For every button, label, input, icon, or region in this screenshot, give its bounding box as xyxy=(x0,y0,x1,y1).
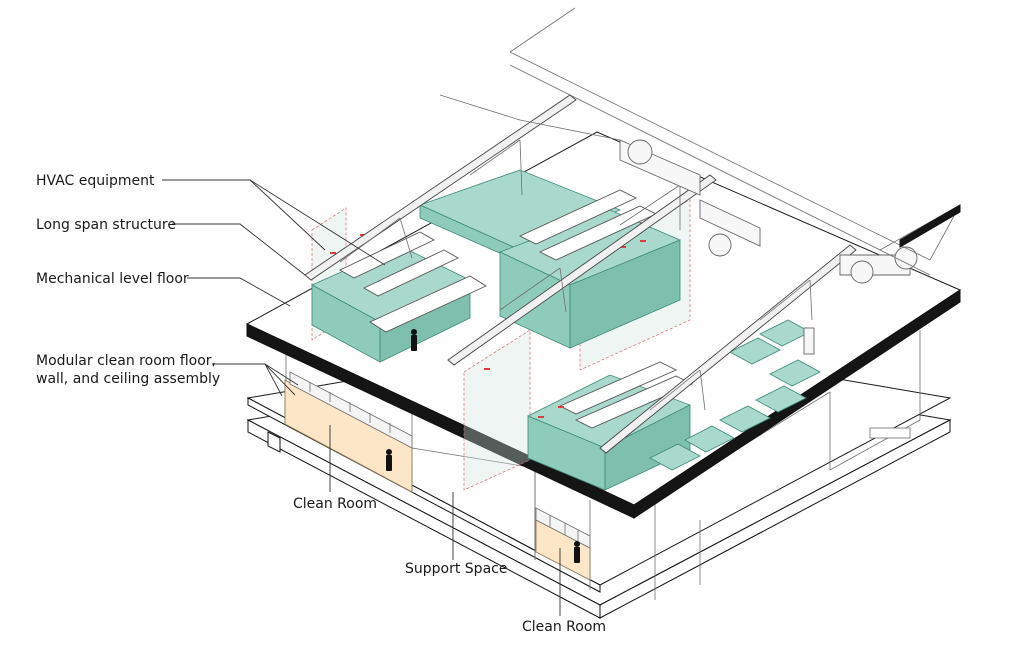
label-clean-room-left: Clean Room xyxy=(293,496,377,512)
right-ceiling-panels xyxy=(535,507,591,549)
roof-outline xyxy=(439,7,961,276)
person-silhouette-clean-room-right xyxy=(574,541,580,563)
label-support-space: Support Space xyxy=(405,561,507,577)
roof-pipes xyxy=(619,139,918,355)
label-hvac-equipment: HVAC equipment xyxy=(36,173,155,189)
mechanical-level xyxy=(245,7,962,519)
long-span-trusses xyxy=(304,94,857,454)
label-mechanical-level-floor: Mechanical level floor xyxy=(36,271,189,287)
supply-ducts xyxy=(339,189,694,429)
person-silhouette-mechanical-floor xyxy=(411,329,417,351)
ghost-partition-2 xyxy=(463,329,531,491)
mechanical-floor-right-edge xyxy=(633,289,961,519)
ground-slab-right-edge xyxy=(599,419,951,619)
roof-edge-dark xyxy=(899,204,961,248)
leader-lines xyxy=(162,179,561,616)
label-clean-room-right: Clean Room xyxy=(522,619,606,635)
person-silhouette-clean-room-left xyxy=(386,449,392,471)
ground-slab-step xyxy=(267,431,281,453)
label-modular-assembly-line-2: wall, and ceiling assembly xyxy=(36,371,220,387)
red-markers xyxy=(330,234,646,418)
label-long-span-structure: Long span structure xyxy=(36,217,176,233)
label-modular-assembly-line-1: Modular clean room floor, xyxy=(36,353,216,369)
